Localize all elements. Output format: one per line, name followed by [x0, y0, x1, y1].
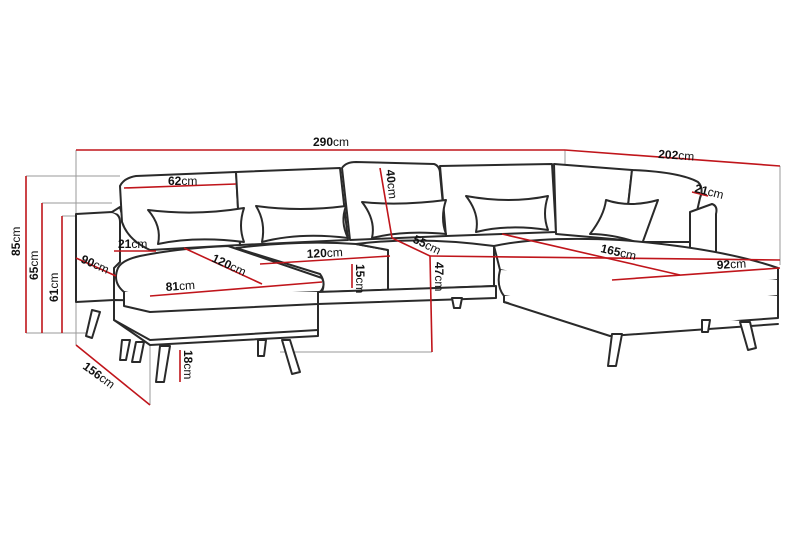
throw-pillows — [147, 195, 659, 245]
label-leg-height: 18cm — [181, 350, 195, 379]
label-seat-cushion-height: 15cm — [353, 264, 367, 293]
label-total-height: 85cm — [9, 227, 23, 256]
label-left-chaise-width: 81cm — [165, 278, 195, 294]
label-middle-seat-width: 120cm — [306, 245, 343, 261]
label-armrest-height: 65cm — [27, 251, 41, 280]
right-chaise — [493, 237, 779, 367]
label-armrest-width: 21cm — [118, 237, 147, 251]
label-right-depth: 202cm — [658, 147, 695, 163]
dimension-lines — [25, 149, 781, 406]
label-total-width: 290cm — [313, 135, 349, 149]
label-right-backrest-thickness: 21cm — [693, 181, 725, 202]
left-chaise — [75, 206, 325, 383]
label-back-cushion-height: 40cm — [383, 169, 400, 200]
label-back-cushion-width: 62cm — [168, 174, 197, 188]
label-armrest-depth: 90cm — [79, 252, 112, 277]
extension-lines — [26, 150, 781, 405]
middle-section — [235, 239, 497, 309]
label-right-chaise-width: 92cm — [716, 256, 746, 272]
label-body-height: 61cm — [47, 273, 61, 302]
dimension-labels: 290cm 202cm 85cm 65cm 61cm 62cm 21cm 90c… — [9, 135, 746, 392]
label-seat-height: 47cm — [432, 262, 446, 291]
label-right-chaise-length: 165cm — [599, 241, 637, 263]
label-seat-depth: 55cm — [411, 232, 444, 257]
